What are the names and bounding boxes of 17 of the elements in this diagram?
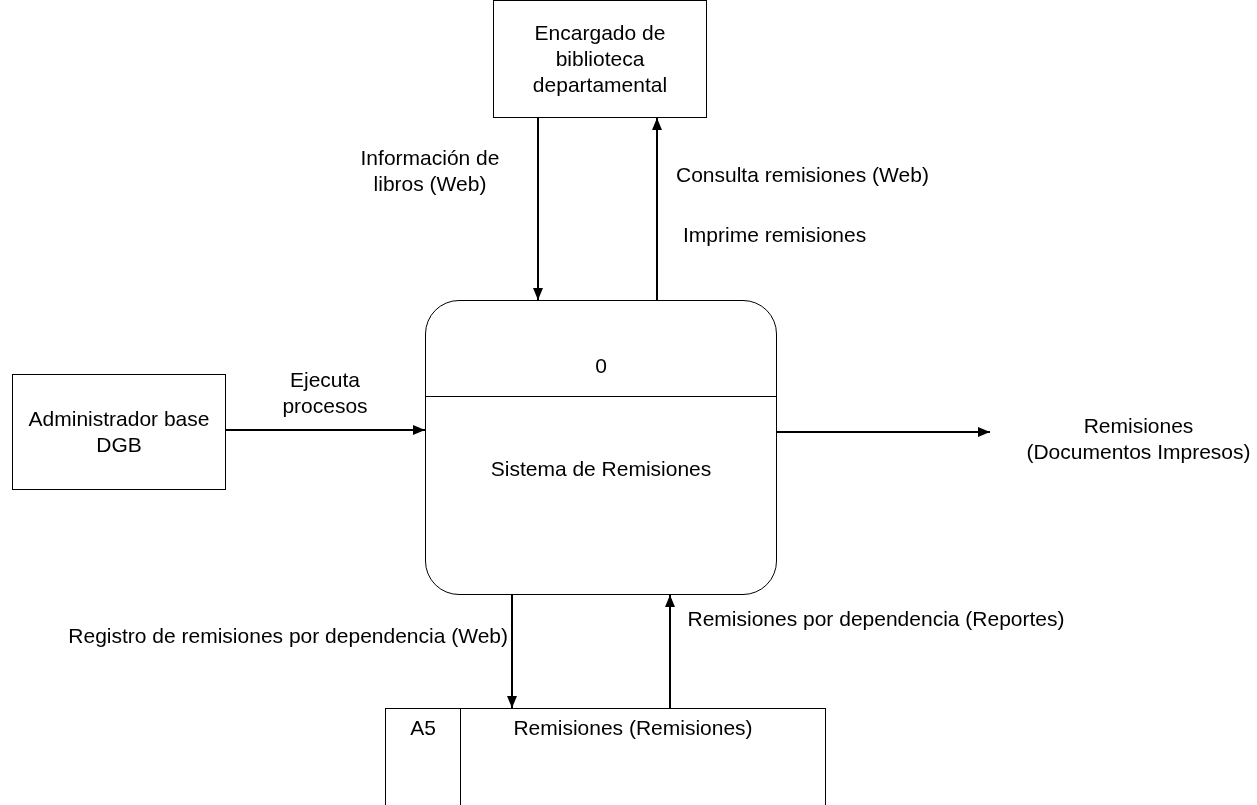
entity-name: Administrador base DGB xyxy=(27,405,211,458)
process-name: Sistema de Remisiones xyxy=(489,456,713,482)
entity-box xyxy=(493,0,707,118)
data-store xyxy=(385,708,826,805)
store-id: A5 xyxy=(386,709,461,805)
arrow xyxy=(507,594,517,709)
arrow xyxy=(652,117,662,301)
arrow xyxy=(225,425,426,435)
process-number: 0 xyxy=(594,353,608,379)
arrow xyxy=(533,117,543,301)
process-box xyxy=(425,300,777,595)
entity-name: Encargado de biblioteca departamental xyxy=(531,19,669,99)
arrow xyxy=(665,594,675,709)
arrow xyxy=(776,427,991,437)
output-label: Remisiones (Documentos Impresos) xyxy=(1020,413,1257,473)
store-name: Remisiones (Remisiones) xyxy=(512,715,754,741)
entity-box xyxy=(12,374,226,490)
